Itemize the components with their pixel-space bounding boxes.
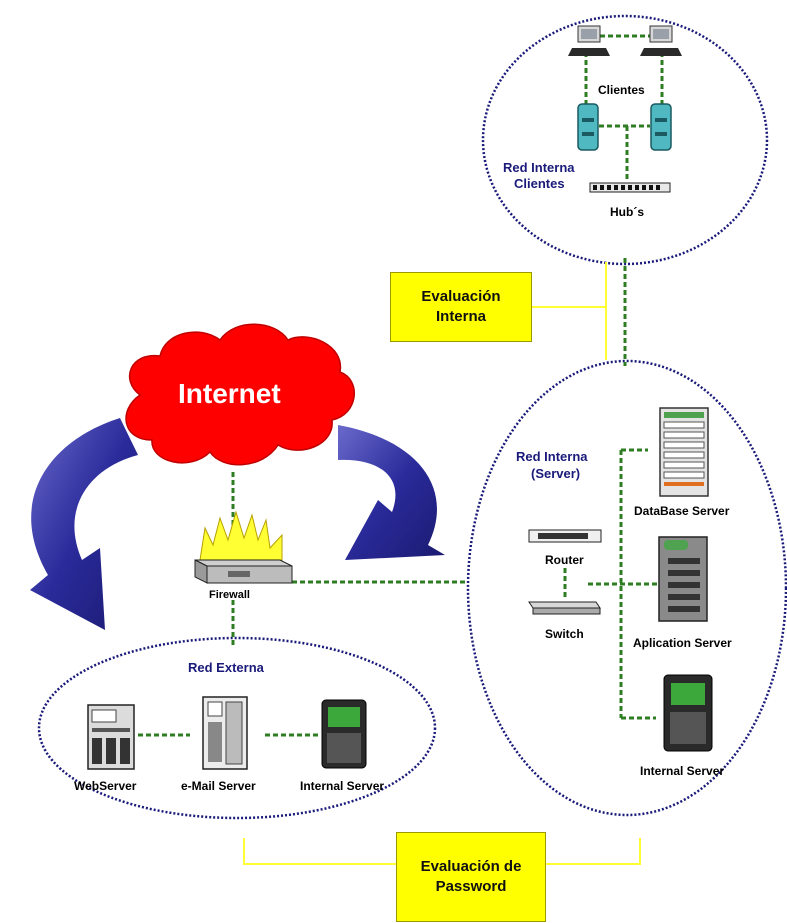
clients-label: Clientes [598, 83, 645, 97]
evaluacion-password-line1: Evaluación de [420, 858, 522, 875]
internet-cloud-icon [125, 323, 355, 466]
client-pc-icon [568, 25, 610, 56]
externa-zone-ellipse [37, 636, 437, 820]
server-zone-ellipse [466, 359, 787, 817]
evaluacion-password-box: Evaluación de Password [396, 832, 546, 922]
evaluacion-password-line2: Password [435, 878, 507, 895]
client-tower-icon [650, 103, 672, 151]
external-internal-server-label: Internal Server [300, 779, 385, 793]
webserver-icon [87, 704, 135, 770]
database-server-icon [659, 407, 709, 497]
green-links [138, 34, 664, 737]
router-icon [528, 529, 602, 543]
application-server-icon [658, 536, 708, 622]
clientes-zone-ellipse [481, 14, 769, 266]
router-label: Router [545, 553, 584, 567]
switch-label: Switch [545, 627, 584, 641]
internet-label: Internet [178, 378, 281, 409]
left-curved-arrow-icon [30, 418, 138, 630]
internal-server-icon [321, 699, 367, 769]
right-curved-arrow-icon [338, 425, 445, 560]
client-pc-icon [640, 25, 682, 56]
evaluacion-interna-box: Evaluación Interna [390, 272, 532, 342]
clientes-zone-title-line2: Clientes [514, 176, 565, 191]
evaluacion-interna-line1: Evaluación [421, 288, 501, 305]
webserver-label: WebServer [74, 779, 137, 793]
externa-zone-title: Red Externa [188, 660, 264, 675]
database-server-label: DataBase Server [634, 504, 730, 518]
application-server-label: Aplication Server [633, 636, 732, 650]
email-server-label: e-Mail Server [181, 779, 256, 793]
evaluacion-interna-line2: Interna [435, 308, 486, 325]
email-server-icon [202, 696, 248, 770]
hubs-label: Hub´s [610, 205, 644, 219]
firewall-icon [194, 510, 293, 584]
server-zone-title-line1: Red Interna [516, 449, 588, 464]
internal-server-label: Internal Server [640, 764, 725, 778]
switch-icon [528, 601, 601, 615]
server-zone-title-line2: (Server) [531, 466, 581, 481]
clientes-zone-title-line1: Red Interna [503, 160, 575, 175]
client-tower-icon [577, 103, 599, 151]
internal-server-icon [663, 674, 713, 752]
hub-icon [589, 182, 671, 193]
firewall-label: Firewall [209, 589, 250, 601]
